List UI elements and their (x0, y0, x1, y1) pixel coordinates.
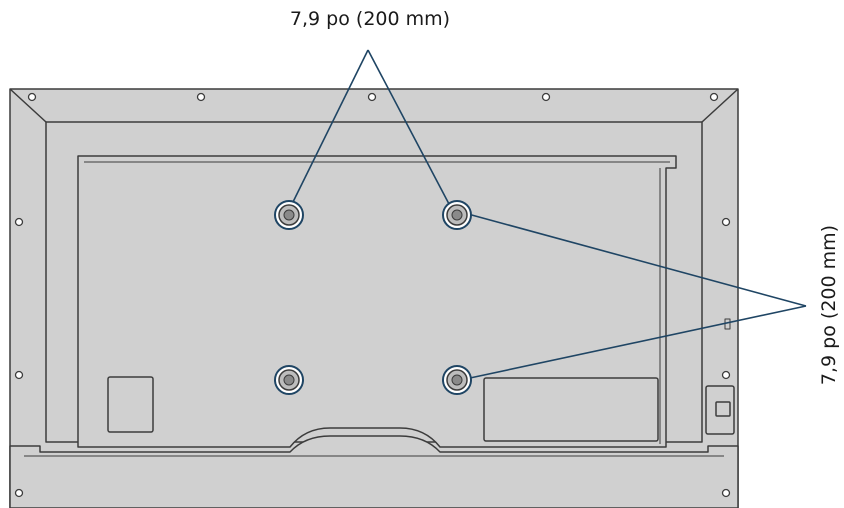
screw-hole-left-2 (14, 370, 24, 380)
screw-hole-top-2 (196, 92, 206, 102)
screw-hole-top-1 (27, 92, 37, 102)
callout-line-vertical-right (367, 49, 450, 205)
panel-inner-edge (84, 161, 670, 444)
tv-bottom-base (9, 435, 739, 508)
screw-hole-top-3 (367, 92, 377, 102)
tv-back-panel (77, 155, 677, 448)
callout-line-horizontal-bottom (469, 305, 807, 379)
tv-inner-bezel (45, 121, 703, 443)
screw-hole-left-1 (14, 217, 24, 227)
frame-bevel (9, 88, 739, 123)
vesa-hole-top-left (274, 200, 304, 230)
callout-line-vertical-left (291, 49, 369, 205)
vesa-hole-bottom-left (274, 365, 304, 395)
screw-hole-top-4 (541, 92, 551, 102)
screw-hole-right-1 (721, 217, 731, 227)
connector-panel (483, 377, 659, 442)
screw-hole-left-3 (14, 488, 24, 498)
screw-hole-right-3 (721, 488, 731, 498)
screw-hole-top-5 (709, 92, 719, 102)
vesa-hole-bottom-right (442, 365, 472, 395)
screw-hole-right-2 (721, 370, 731, 380)
horizontal-spacing-label: 7,9 po (200 mm) (818, 224, 840, 386)
callout-line-horizontal-top (467, 213, 807, 307)
left-label-plate (107, 376, 154, 433)
vesa-hole-top-right (442, 200, 472, 230)
power-port (715, 401, 731, 417)
vertical-spacing-label: 7,9 po (200 mm) (289, 8, 451, 30)
